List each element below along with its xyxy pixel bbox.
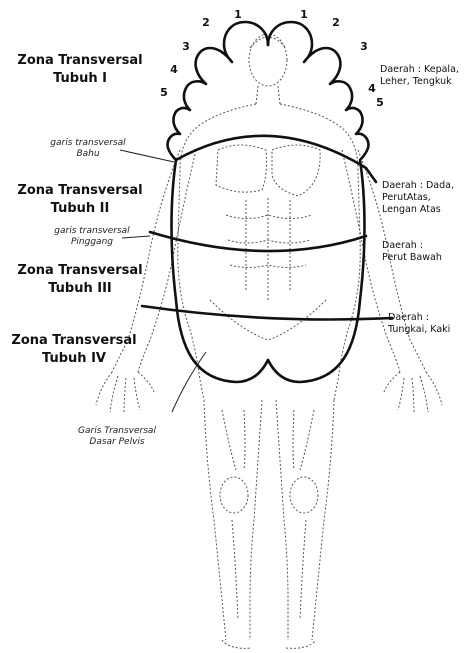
- region-label-lower-abdomen: Daerah : Perut Bawah: [382, 240, 472, 264]
- label-pelvic-line: Garis Transversal Dasar Pelvis: [62, 426, 172, 448]
- region-chest-line-3: Lengan Atas: [382, 204, 474, 216]
- waist-line-text-1: garis transversal: [40, 226, 144, 237]
- zone-3-line-2: Tubuh III: [10, 280, 150, 298]
- region-abdomen-line-2: Perut Bawah: [382, 252, 472, 264]
- region-label-legs: Daerah : Tungkai, Kaki: [388, 312, 472, 336]
- body-feet: [222, 640, 316, 648]
- body-right-hand: [384, 372, 442, 414]
- zone-3-line-1: Zona Transversal: [10, 262, 150, 280]
- waist-line-text-2: Pinggang: [40, 237, 144, 248]
- foot-outline-left-side: [168, 22, 268, 382]
- shoulder-line-text-1: garis transversal: [38, 138, 138, 149]
- zone-1-line-2: Tubuh I: [10, 70, 150, 88]
- waist-transversal-line: [150, 232, 366, 251]
- toe-number-left-5: 5: [158, 86, 170, 99]
- zone-label-tubuh-2: Zona Transversal Tubuh II: [10, 182, 150, 218]
- shoulder-line-text-2: Bahu: [38, 149, 138, 160]
- body-shin-lines: [232, 520, 306, 620]
- toe-number-left-3: 3: [180, 40, 192, 53]
- toe-number-right-2: 2: [330, 16, 342, 29]
- toe-number-right-5: 5: [374, 96, 386, 109]
- pelvic-line-text-1: Garis Transversal: [62, 426, 172, 437]
- zone-4-line-1: Zona Transversal: [4, 332, 144, 350]
- zone-2-line-1: Zona Transversal: [10, 182, 150, 200]
- toe-number-right-4: 4: [366, 82, 378, 95]
- toe-number-right-3: 3: [358, 40, 370, 53]
- shoulder-transversal-line: [176, 136, 376, 182]
- region-legs-line-1: Daerah :: [388, 312, 472, 324]
- human-body-figure: [96, 34, 442, 648]
- body-chest: [216, 145, 320, 196]
- pelvic-line-text-2: Dasar Pelvis: [62, 437, 172, 448]
- region-label-head: Daerah : Kepala, Leher, Tengkuk: [380, 64, 474, 88]
- zone-2-line-2: Tubuh II: [10, 200, 150, 218]
- zone-label-tubuh-3: Zona Transversal Tubuh III: [10, 262, 150, 298]
- body-left-leg: [204, 400, 262, 640]
- body-left-knee: [220, 477, 248, 513]
- zone-label-tubuh-4: Zona Transversal Tubuh IV: [4, 332, 144, 368]
- body-left-hand: [96, 372, 154, 414]
- region-head-line-1: Daerah : Kepala,: [380, 64, 474, 76]
- toe-number-right-1: 1: [298, 8, 310, 21]
- region-chest-line-1: Daerah : Dada,: [382, 180, 474, 192]
- region-abdomen-line-1: Daerah :: [382, 240, 472, 252]
- label-shoulder-line: garis transversal Bahu: [38, 138, 138, 160]
- region-head-line-2: Leher, Tengkuk: [380, 76, 474, 88]
- body-neck: [256, 86, 280, 104]
- region-label-chest: Daerah : Dada, PerutAtas, Lengan Atas: [382, 180, 474, 216]
- toe-number-left-4: 4: [168, 63, 180, 76]
- body-right-knee: [290, 477, 318, 513]
- region-legs-line-2: Tungkai, Kaki: [388, 324, 472, 336]
- body-right-leg: [276, 400, 334, 640]
- body-torso-right: [280, 104, 360, 400]
- zone-1-line-1: Zona Transversal: [10, 52, 150, 70]
- transversal-lines: [142, 136, 392, 320]
- body-thigh-lines: [222, 410, 314, 470]
- pelvic-pointer: [172, 352, 206, 412]
- toe-number-left-1: 1: [232, 8, 244, 21]
- zone-4-line-2: Tubuh IV: [4, 350, 144, 368]
- zone-label-tubuh-1: Zona Transversal Tubuh I: [10, 52, 150, 88]
- toe-number-left-2: 2: [200, 16, 212, 29]
- pelvic-transversal-line: [142, 306, 392, 320]
- region-chest-line-2: PerutAtas,: [382, 192, 474, 204]
- label-waist-line: garis transversal Pinggang: [40, 226, 144, 248]
